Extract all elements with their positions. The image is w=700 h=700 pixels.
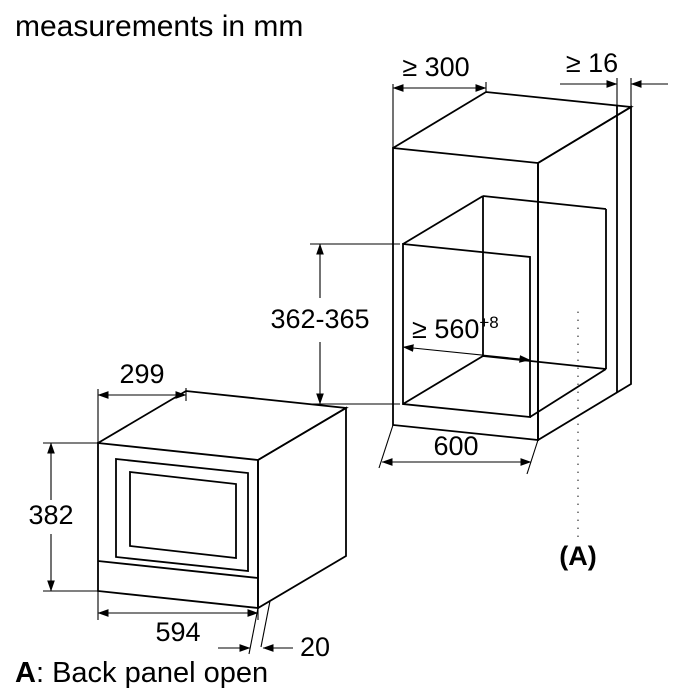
cabinet-niche-interior — [402, 195, 607, 418]
footnote-text: : Back panel open — [36, 657, 268, 689]
cabinet-dimensions — [310, 78, 668, 539]
appliance-width-label: 594 — [155, 617, 200, 647]
back-panel-marker-label: (A) — [559, 541, 596, 571]
niche-height-label: 362-365 — [270, 304, 369, 334]
appliance-side-face — [257, 406, 347, 610]
appliance-base-trim — [97, 560, 259, 579]
ext-line — [260, 600, 271, 648]
ext-line — [248, 607, 259, 655]
appliance-drawing — [97, 390, 349, 610]
ext-line — [378, 424, 394, 469]
dim-line-niche-width — [402, 344, 531, 363]
niche-width-tolerance: +8 — [479, 313, 498, 332]
niche-width-label: ≥ 560+8 — [412, 313, 499, 344]
footnote: A: Back panel open — [15, 657, 268, 689]
door-depth-label: 20 — [300, 632, 330, 662]
appliance-top-face — [97, 390, 349, 461]
appliance-door-frame — [115, 457, 249, 573]
appliance-height-label: 382 — [28, 500, 73, 530]
appliance-dimension-labels: 299 382 594 20 — [28, 359, 330, 662]
cabinet-depth-label: ≥ 300 — [402, 52, 469, 82]
units-note: measurements in mm — [15, 10, 303, 43]
niche-width-value: ≥ 560 — [412, 314, 479, 344]
footnote-term: A — [15, 657, 36, 689]
ext-line — [526, 439, 539, 475]
appliance-door-window — [129, 470, 237, 560]
cabinet-width-label: 600 — [433, 431, 478, 461]
cabinet-back-gap-label: ≥ 16 — [566, 48, 618, 78]
appliance-dimensions — [43, 388, 293, 655]
appliance-front-face — [97, 441, 259, 610]
cabinet-dimension-labels: ≥ 300 ≥ 16 362-365 ≥ 560+8 600 (A) — [270, 48, 618, 571]
cabinet-side-face — [537, 105, 632, 442]
appliance-depth-label: 299 — [119, 359, 164, 389]
cabinet-drawing — [392, 91, 634, 442]
